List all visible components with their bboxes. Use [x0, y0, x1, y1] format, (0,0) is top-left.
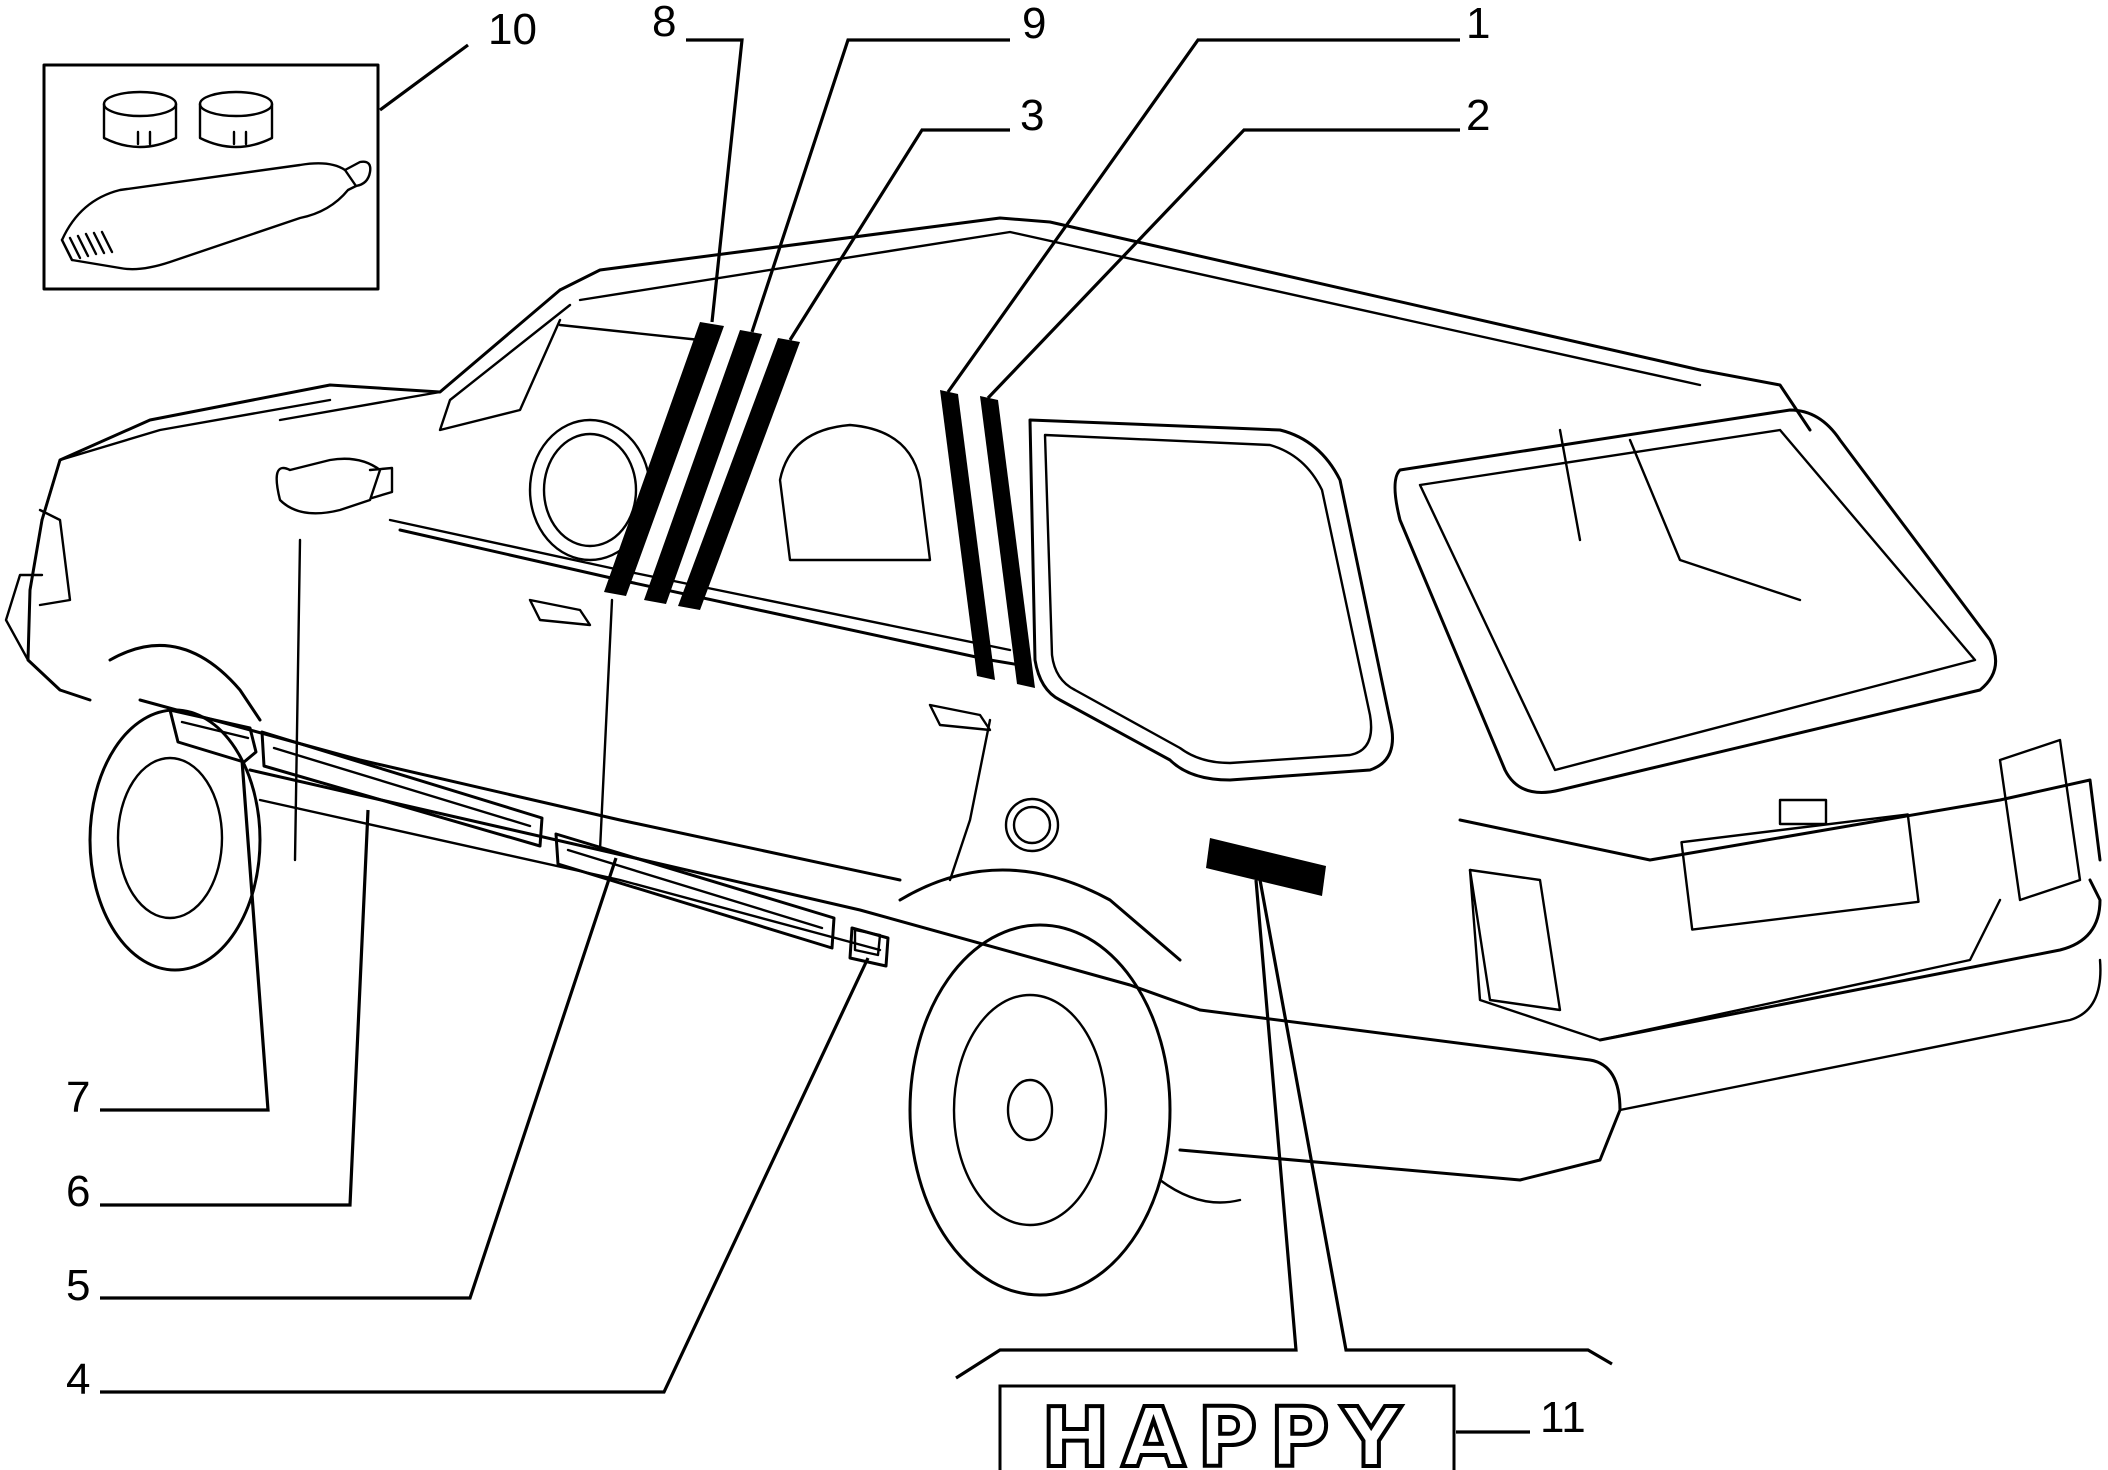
- pillar-strip-9: [644, 330, 762, 604]
- callout-10: 10: [488, 5, 537, 54]
- happy-badge: HAPPY: [998, 1384, 1456, 1470]
- callout-3: 3: [1020, 91, 1044, 140]
- callout-9: 9: [1022, 0, 1046, 48]
- callout-8: 8: [652, 0, 676, 46]
- moulding-6: [260, 730, 544, 848]
- pillar-strip-1: [940, 390, 995, 680]
- callout-labels: 10 8 9 3 1 2 7 6 5 4 11: [66, 0, 1586, 1442]
- callout-6: 6: [66, 1167, 90, 1216]
- glue-tube-icon: [60, 160, 372, 271]
- pillar-strip-8: [604, 322, 724, 596]
- tin-icon: [198, 90, 274, 149]
- callout-5: 5: [66, 1261, 90, 1310]
- car-body-outline: [4, 216, 2102, 1182]
- leader-lines: [100, 38, 1613, 1434]
- moulding-5: [554, 832, 836, 950]
- adhesive-kit-inset: [42, 63, 380, 291]
- callout-11: 11: [1540, 1393, 1586, 1442]
- callout-4: 4: [66, 1355, 90, 1404]
- tin-icon: [102, 90, 178, 149]
- pillar-strip-2: [980, 396, 1035, 688]
- callout-2: 2: [1466, 91, 1490, 140]
- pillar-strip-3: [678, 338, 800, 610]
- callout-1: 1: [1466, 0, 1490, 48]
- moulding-7: [168, 708, 258, 764]
- front-wheel: [88, 644, 262, 972]
- callout-7: 7: [66, 1073, 90, 1122]
- happy-badge-text: HAPPY: [1041, 1391, 1413, 1470]
- rear-badge-marker: [1206, 838, 1326, 896]
- rear-wheel: [898, 868, 1242, 1297]
- moulding-4: [848, 926, 890, 968]
